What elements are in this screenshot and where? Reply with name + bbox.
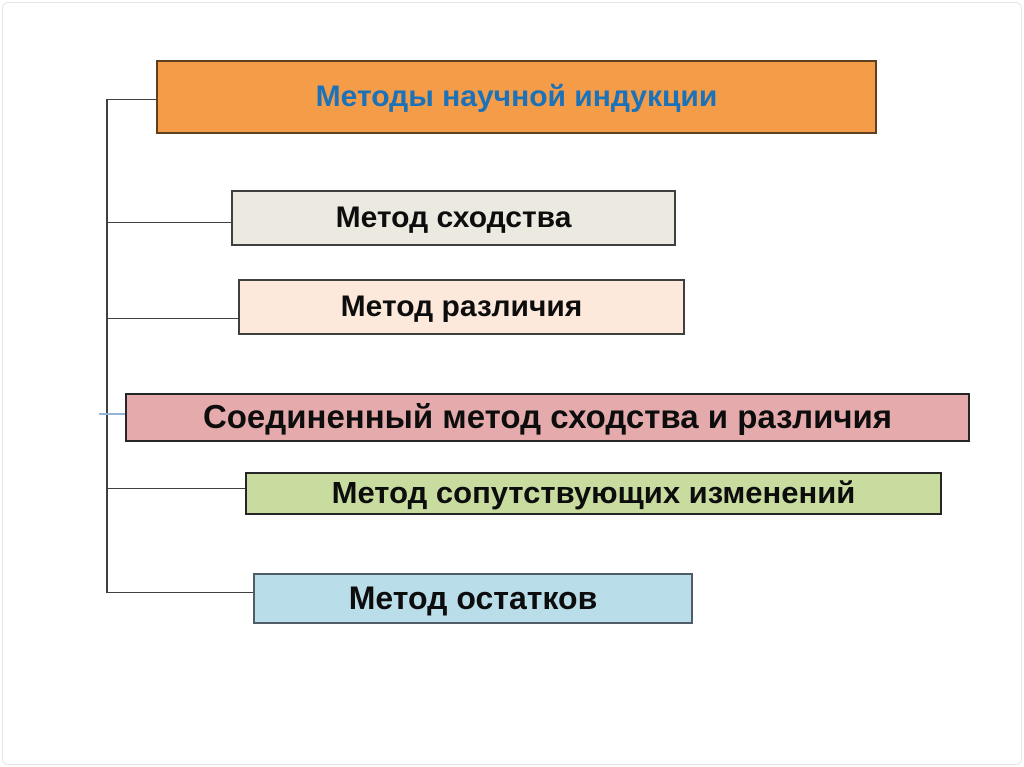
branch-line-residues [106,591,253,593]
branch-line-difference [106,317,238,319]
method-label-joint: Соединенный метод сходства и различия [202,398,893,436]
method-label-difference: Метод различия [340,290,583,324]
branch-line-concomitant [106,487,245,489]
method-label-similarity: Метод сходства [335,201,572,235]
method-label-residues: Метод остатков [348,579,598,616]
diagram-root-label: Методы научной индукции [315,80,718,114]
method-box-similarity: Метод сходства [231,190,676,246]
branch-line-joint-accent [99,413,125,415]
method-box-difference: Метод различия [238,279,685,335]
diagram-root-box: Методы научной индукции [156,60,877,134]
branch-line-title [106,98,156,100]
tree-trunk-line [106,99,108,593]
method-label-concomitant: Метод сопутствующих изменений [331,475,856,511]
method-box-concomitant: Метод сопутствующих изменений [245,472,942,515]
branch-line-similarity [106,221,231,223]
method-box-joint: Соединенный метод сходства и различия [125,393,970,442]
method-box-residues: Метод остатков [253,573,693,624]
